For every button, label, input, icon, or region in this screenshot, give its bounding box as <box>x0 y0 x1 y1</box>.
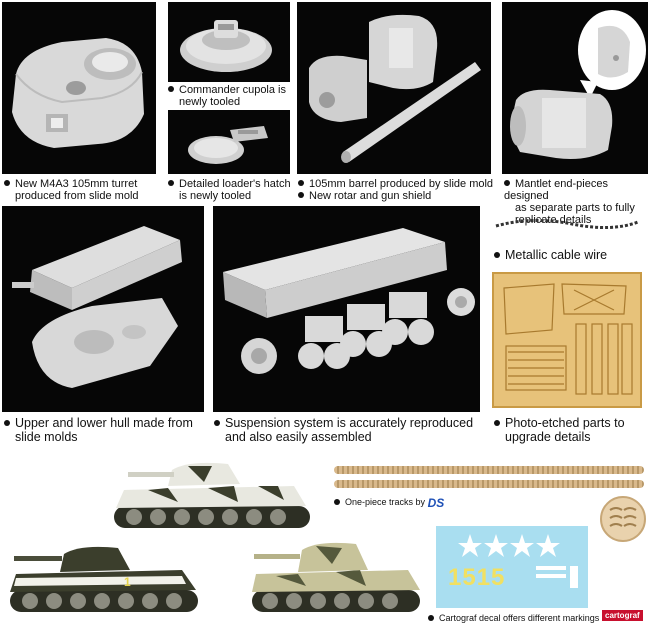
suspension-caption: Suspension system is accurately reproduc… <box>214 416 473 444</box>
hull-caption: Upper and lower hull made from slide mol… <box>4 416 193 444</box>
one-piece-track-lower <box>334 480 644 488</box>
turret-caption: New M4A3 105mm turret produced from slid… <box>4 178 139 202</box>
decal-stars <box>458 534 578 588</box>
cable-wire-image <box>492 214 642 238</box>
dragon-styrene-logo: DS <box>427 495 445 510</box>
tank-profile-white-stripe: 1 <box>4 538 204 620</box>
tank-profile-green-camo <box>246 536 426 620</box>
barrel-illustration <box>309 14 481 163</box>
cupola-photo <box>168 2 290 82</box>
cupola-caption: Commander cupola is newly tooled <box>168 84 286 108</box>
one-piece-track-upper <box>334 466 644 474</box>
decal-sheet: 1515 <box>436 526 588 608</box>
decal-caption: Cartograf decal offers different marking… <box>428 612 599 624</box>
tank-profile-winter-camo <box>108 456 318 536</box>
mantlet-photo <box>502 2 648 174</box>
tracks-caption: One-piece tracks by DS <box>334 496 444 509</box>
hatch-illustration <box>188 126 268 164</box>
hatch-caption: Detailed loader's hatch is newly tooled <box>168 178 291 202</box>
photo-etch-caption: Photo-etched parts to upgrade details <box>494 416 625 444</box>
svg-text:1: 1 <box>124 575 131 589</box>
barrel-photo <box>297 2 491 174</box>
suspension-photo <box>213 206 480 412</box>
hull-illustration <box>12 226 182 388</box>
hull-photo <box>2 206 204 412</box>
turret-illustration <box>12 38 144 148</box>
decal-number: 1515 <box>448 564 506 591</box>
cupola-illustration <box>180 20 272 72</box>
cable-caption: Metallic cable wire <box>494 248 607 262</box>
turret-photo <box>2 2 156 174</box>
hatch-photo <box>168 110 290 174</box>
barrel-caption: 105mm barrel produced by slide mold New … <box>298 178 493 202</box>
photo-etch-sheet <box>492 272 642 408</box>
track-detail-zoom <box>600 496 646 542</box>
suspension-illustration <box>223 228 475 374</box>
cartograf-logo: cartograf <box>602 610 643 621</box>
mantlet-illustration <box>510 10 646 159</box>
